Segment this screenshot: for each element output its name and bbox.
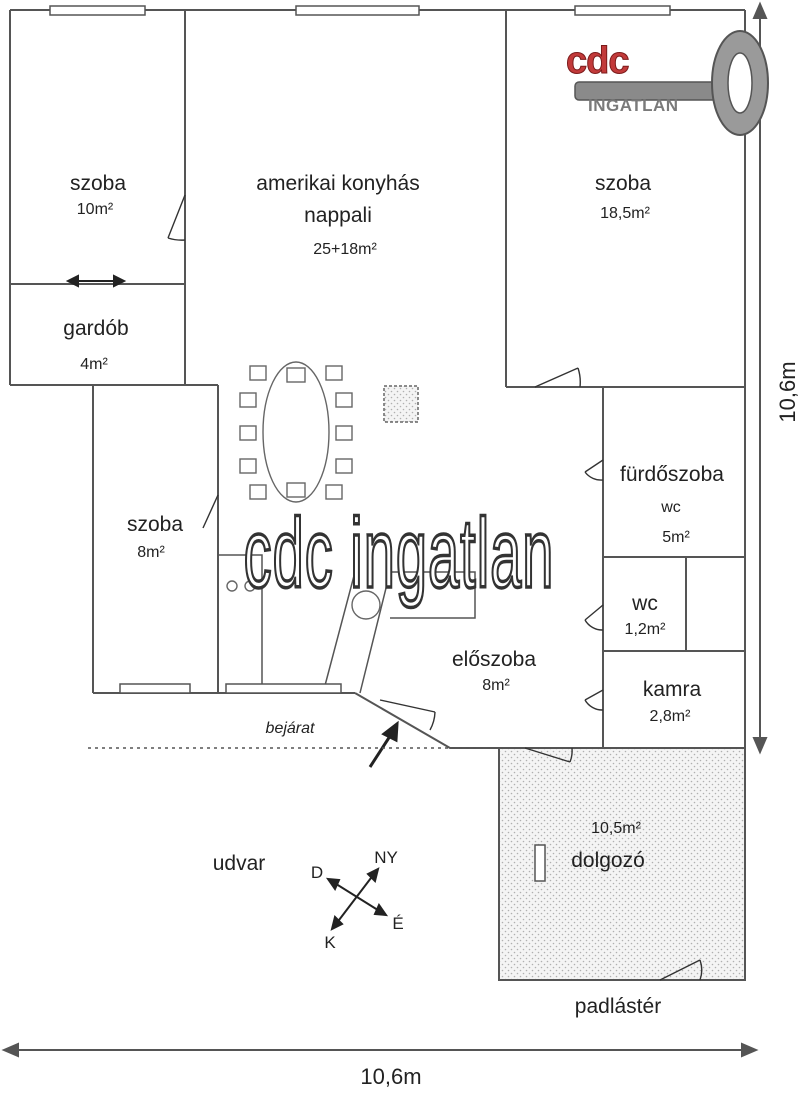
window-5 (225, 683, 342, 694)
room-area: 2,8m² (649, 708, 691, 725)
room-name: gardób (63, 317, 129, 340)
yard-label: udvar (212, 852, 266, 875)
chair (335, 458, 353, 474)
chair (335, 425, 353, 441)
window-2 (295, 5, 420, 16)
compass-w-label: D (310, 863, 324, 882)
room-area: 25+18m² (313, 241, 377, 258)
room-area: 8m² (482, 677, 510, 694)
room-name: nappali (304, 204, 372, 227)
door-swing (584, 459, 604, 481)
attic-label: padlástér (574, 995, 662, 1018)
stove-burner (226, 580, 238, 592)
dolgozo-marker (534, 844, 546, 882)
height-dimension: 10,6m (775, 361, 800, 423)
room-sub: wc (661, 499, 681, 516)
compass-nw-label: NY (374, 848, 398, 867)
compass-e-label: É (392, 914, 404, 933)
chair (325, 365, 343, 381)
room-area: 10m² (76, 201, 114, 218)
logo-subtitle: INGATLAN (588, 96, 679, 115)
door-swing (167, 194, 186, 241)
chair (249, 365, 267, 381)
sink (351, 590, 381, 620)
chair (239, 425, 257, 441)
door-swing (524, 747, 573, 763)
chair (249, 484, 267, 500)
room-area: 1,2m² (624, 621, 666, 638)
door-swing (659, 959, 703, 981)
logo-brand: cdc (565, 40, 630, 83)
watermark: cdc ingatlan (243, 496, 555, 610)
kitchen-island (322, 571, 476, 694)
width-dimension: 10,6m (360, 1064, 422, 1089)
window-3 (574, 5, 671, 16)
logo-key-icon (574, 30, 769, 136)
room-name: amerikai konyhás (256, 172, 420, 195)
chimney (383, 385, 419, 423)
stove-burner (244, 580, 256, 592)
door-swing (534, 367, 581, 388)
door-swing (202, 494, 219, 529)
entrance-label: bejárat (265, 720, 315, 737)
door-swing (584, 604, 604, 631)
room-name: wc (632, 592, 658, 615)
room-area: 5m² (662, 529, 690, 546)
chair (286, 482, 306, 498)
room-name: előszoba (451, 648, 537, 671)
kitchen-counter (218, 554, 263, 693)
wall-dolgozo (498, 748, 746, 981)
room-name: szoba (126, 513, 184, 536)
entrance-arrow-icon (368, 720, 399, 768)
door-swing (584, 689, 604, 711)
room-name: dolgozó (571, 849, 645, 872)
door-swing (379, 699, 436, 731)
room-name: fürdőszoba (620, 463, 724, 486)
room-area: 8m² (137, 544, 165, 561)
entrance-wall (354, 692, 745, 749)
room-name: kamra (642, 678, 702, 701)
chair (239, 392, 257, 408)
room-name: szoba (594, 172, 652, 195)
chair (239, 458, 257, 474)
chair (335, 392, 353, 408)
window-4 (119, 683, 191, 694)
room-area: 10,5m² (591, 820, 641, 837)
room-area: 18,5m² (600, 205, 650, 222)
dining-table (262, 361, 330, 503)
compass-s-label: K (324, 933, 336, 952)
chair (325, 484, 343, 500)
window-1 (49, 5, 146, 16)
room-name: szoba (69, 172, 127, 195)
compass-icon (325, 867, 389, 931)
room-area: 4m² (80, 356, 108, 373)
chair (286, 367, 306, 383)
